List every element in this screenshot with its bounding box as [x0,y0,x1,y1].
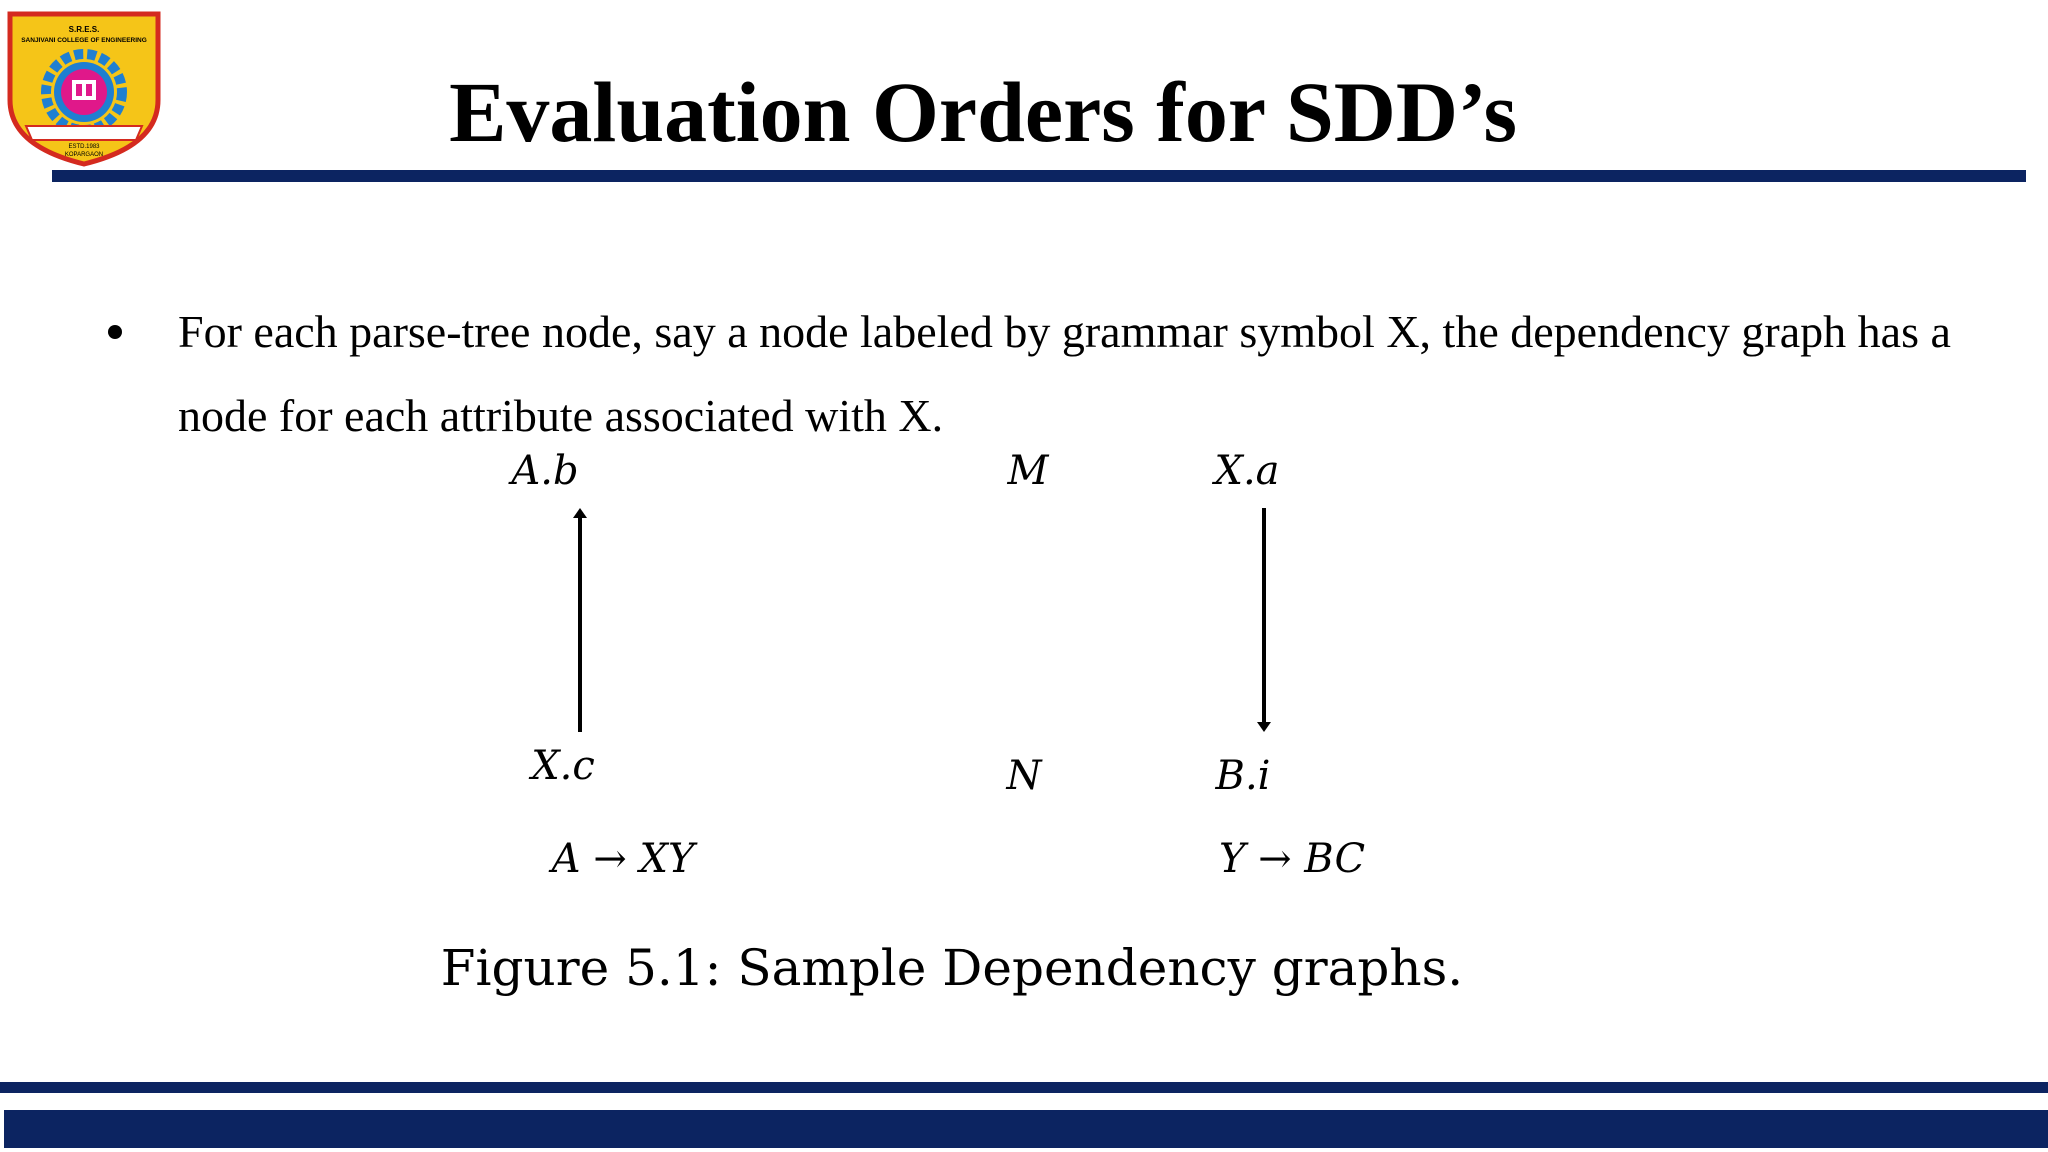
figure-caption: Figure 5.1: Sample Dependency graphs. [441,939,1463,997]
node-x-a: X.a [1211,448,1279,494]
logo-ribbon-text: ESTD.1983 [68,144,100,150]
title-underline [52,170,2026,182]
college-logo: S.R.E.S. SANJIVANI COLLEGE OF ENGINEERIN… [7,11,161,167]
bullet-marker [108,325,122,339]
node-n: N [1006,753,1044,799]
logo-place-text: KOPARGAON [65,152,103,158]
node-a-b: A.b [507,448,578,494]
footer-rule-thin [0,1082,2048,1093]
logo-college-name: SANJIVANI COLLEGE OF ENGINEERING [21,37,147,44]
node-x-c: X.c [528,743,595,789]
bullet-text: For each parse-tree node, say a node lab… [178,306,1951,441]
dependency-graph-figure: A.b X.c A → XY M N X.a B.i Y → BC Figure… [441,448,1463,997]
footer-rule-thick [4,1110,2048,1148]
node-b-i: B.i [1215,753,1271,799]
production-left: A → XY [548,836,698,882]
production-right: Y → BC [1219,836,1365,882]
node-m: M [1007,448,1050,494]
slide-title: Evaluation Orders for SDD’s [449,64,1517,160]
logo-top-text: S.R.E.S. [69,25,100,34]
